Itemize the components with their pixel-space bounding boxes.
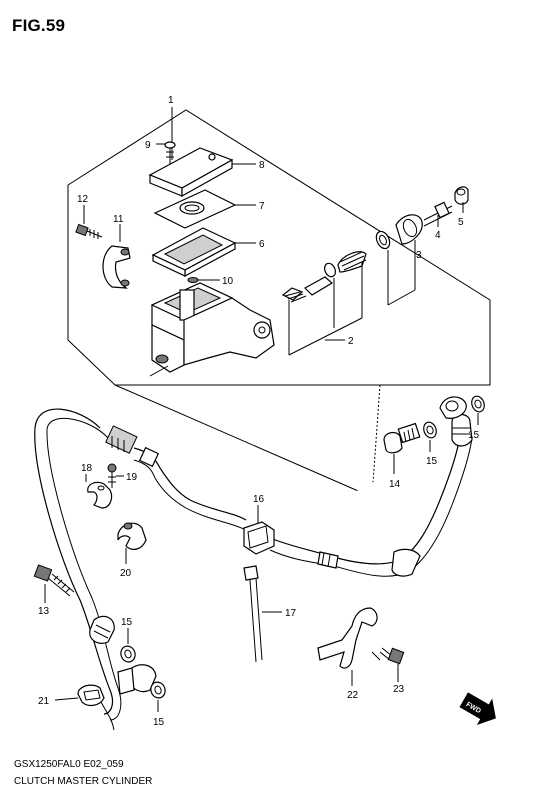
- clamp-18: [85, 474, 113, 509]
- push-rod-4: [423, 201, 453, 227]
- clamp-20: [117, 522, 147, 564]
- callout-18: 18: [81, 463, 93, 474]
- callout-17: 17: [285, 608, 297, 619]
- callout-21: 21: [38, 696, 50, 707]
- gasket-15-left-upper: [120, 628, 136, 663]
- callout-10: 10: [222, 276, 234, 287]
- gasket-15-upper-right: [471, 395, 485, 425]
- screw-9: [156, 141, 176, 165]
- bolt-12: [75, 205, 103, 239]
- callout-5: 5: [458, 217, 464, 228]
- callout-16: 16: [253, 494, 265, 505]
- seal-3: [387, 214, 423, 306]
- callout-4: 4: [435, 230, 441, 241]
- callout-22: 22: [347, 690, 359, 701]
- forward-arrow-icon: FWD: [459, 692, 496, 726]
- screw-19: [107, 463, 124, 488]
- strap-17: [243, 565, 282, 663]
- callout-15-c: 15: [121, 617, 133, 628]
- callout-8: 8: [259, 160, 265, 171]
- diaphragm-6: [151, 227, 256, 278]
- plate-7: [153, 189, 256, 229]
- callout-11: 11: [113, 214, 124, 225]
- callout-3: 3: [416, 250, 422, 261]
- callout-15-d: 15: [153, 717, 165, 728]
- callout-13: 13: [38, 606, 50, 617]
- clamp-21: [54, 684, 105, 707]
- master-cylinder-body: [149, 282, 275, 377]
- clamp-16: [243, 505, 275, 555]
- cap-5: [454, 186, 469, 213]
- callout-20: 20: [120, 568, 132, 579]
- piston-kit-2: [281, 230, 391, 356]
- assembly-boundary: [67, 109, 491, 498]
- plate-10: [187, 277, 220, 283]
- clutch-hose: [34, 396, 473, 731]
- figure-title: FIG.59: [12, 16, 66, 35]
- callout-9: 9: [145, 140, 151, 151]
- callout-6: 6: [259, 239, 265, 250]
- banjo-bolt-14: [383, 422, 421, 474]
- bolt-13: [33, 564, 75, 603]
- callout-23: 23: [393, 684, 405, 695]
- callout-15-b: 15: [426, 456, 438, 467]
- bracket-22: [317, 607, 378, 686]
- callout-14: 14: [389, 479, 401, 490]
- callout-12: 12: [77, 194, 89, 205]
- gasket-15-left-lower: [150, 681, 166, 712]
- reservoir-cap-8: [148, 147, 256, 198]
- figure-caption: CLUTCH MASTER CYLINDER: [14, 776, 153, 787]
- callout-1: 1: [168, 95, 174, 106]
- figure-code: GSX1250FAL0 E02_059: [14, 759, 124, 770]
- callout-19: 19: [126, 472, 138, 483]
- callout-7: 7: [259, 201, 265, 212]
- bolt-23: [371, 647, 405, 682]
- callout-15-a: 15: [468, 430, 480, 441]
- holder-11: [102, 224, 131, 289]
- gasket-15-middle-right: [423, 421, 437, 452]
- callout-2: 2: [348, 336, 354, 347]
